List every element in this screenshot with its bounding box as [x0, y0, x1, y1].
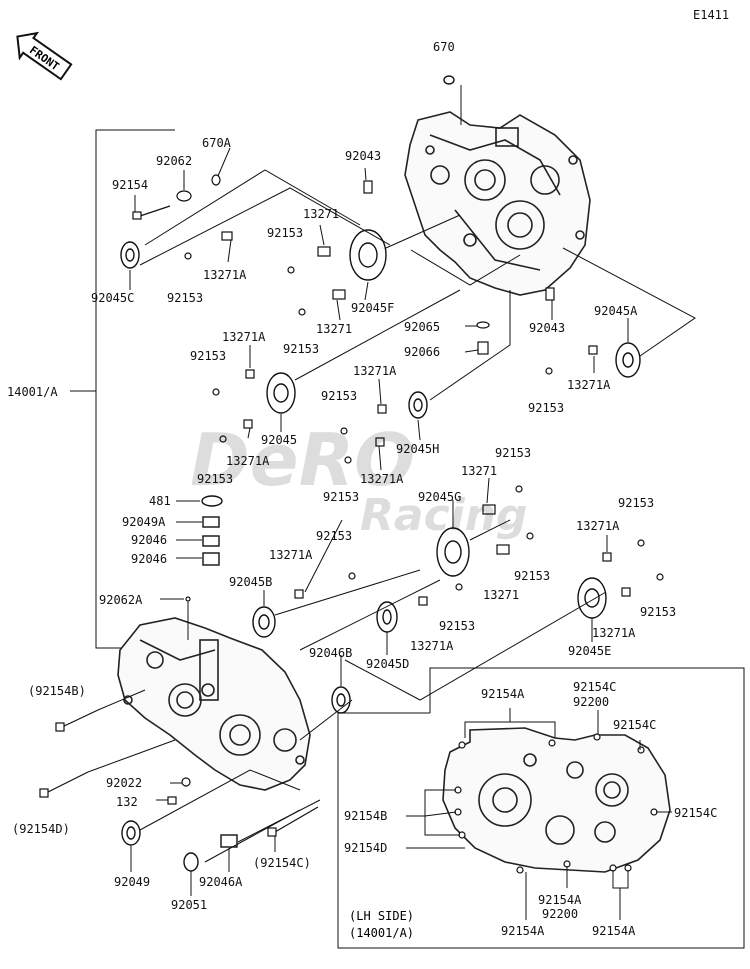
inset-label-92154a: 92154A [592, 924, 636, 938]
part-label-92045: 92045 [261, 433, 298, 447]
part-label-92153: 92153 [640, 605, 677, 619]
part-label-92153: 92153 [528, 401, 565, 415]
part-label-14001a: 14001/A [7, 385, 58, 399]
part-label-92062: 92062 [156, 154, 193, 168]
part-label-670: 670 [433, 40, 455, 54]
lower-crankcase [117, 617, 311, 791]
part-label-92153: 92153 [439, 619, 476, 633]
inset-label-92154c: 92154C [613, 718, 657, 732]
part-label-92062a: 92062A [99, 593, 143, 607]
inset-frame [337, 667, 745, 949]
part-label-92066: 92066 [404, 345, 441, 359]
diagram-code: E1411 [693, 8, 730, 22]
part-label-92049a: 92049A [122, 515, 166, 529]
part-label-13271a: 13271A [592, 626, 636, 640]
part-label-92045c: 92045C [91, 291, 135, 305]
part-label-92045d: 92045D [366, 657, 410, 671]
part-label-92045b: 92045B [229, 575, 273, 589]
front-arrow-icon: FRONT [16, 31, 73, 81]
part-label-13271: 13271 [316, 322, 353, 336]
part-label-92153: 92153 [495, 446, 532, 460]
part-label-13271: 13271 [461, 464, 498, 478]
inset-crankcase [442, 727, 671, 873]
part-label-670a: 670A [202, 136, 231, 150]
part-label-13271: 13271 [483, 588, 520, 602]
part-label-92045a: 92045A [594, 304, 638, 318]
inset-label-92154a: 92154A [481, 687, 525, 701]
inset-label-92154a: 92154A [538, 893, 582, 907]
part-label-92045f: 92045F [351, 301, 395, 315]
part-label-92153: 92153 [283, 342, 320, 356]
part-label-92022: 92022 [106, 776, 143, 790]
part-label-13271a: 13271A [222, 330, 266, 344]
part-label-92045e: 92045E [568, 644, 612, 658]
part-label-92153: 92153 [514, 569, 551, 583]
part-label-92045h: 92045H [396, 442, 440, 456]
bolts-and-plates [39, 174, 664, 837]
part-label-92153: 92153 [197, 472, 234, 486]
part-label-92043-mid: 92043 [529, 321, 566, 335]
part-label-92153: 92153 [267, 226, 304, 240]
part-label-92153: 92153 [618, 496, 655, 510]
part-label-92153: 92153 [167, 291, 204, 305]
part-label-92049: 92049 [114, 875, 151, 889]
part-label-13271: 13271 [303, 207, 340, 221]
bearings [120, 229, 641, 872]
upper-crankcase [404, 111, 591, 296]
part-label-13271a: 13271A [576, 519, 620, 533]
inset-label-92154b: 92154B [344, 809, 388, 823]
part-label-13271a: 13271A [360, 472, 404, 486]
part-label-92043-top: 92043 [345, 149, 382, 163]
inset-label-92200: 92200 [542, 907, 579, 921]
part-label-13271a: 13271A [410, 639, 454, 653]
part-label-92154d: (92154D) [12, 822, 70, 836]
inset-label-92154c: 92154C [674, 806, 718, 820]
inset-label-92154d: 92154D [344, 841, 388, 855]
part-label-92046b: 92046B [309, 646, 353, 660]
part-label-92046: 92046 [131, 552, 168, 566]
inset-assembly-label: (14001/A) [349, 926, 415, 940]
part-label-132: 132 [116, 795, 138, 809]
part-label-13271a: 13271A [203, 268, 247, 282]
inset-label-92200: 92200 [573, 695, 610, 709]
part-label-92153: 92153 [321, 389, 358, 403]
part-label-92154c: (92154C) [253, 856, 311, 870]
part-label-92154b: (92154B) [28, 684, 86, 698]
inset-label-92154c: 92154C [573, 680, 617, 694]
leader-lines [87, 147, 696, 896]
part-label-92153: 92153 [316, 529, 353, 543]
part-label-92046a: 92046A [199, 875, 243, 889]
part-label-92065: 92065 [404, 320, 441, 334]
part-label-92045g: 92045G [418, 490, 462, 504]
part-label-481: 481 [149, 494, 171, 508]
inset-label-92154a: 92154A [501, 924, 545, 938]
inset-side-label: (LH SIDE) [349, 909, 415, 923]
part-label-92153: 92153 [323, 490, 360, 504]
part-label-13271a: 13271A [226, 454, 270, 468]
part-label-92051: 92051 [171, 898, 208, 912]
part-label-13271a: 13271A [269, 548, 313, 562]
part-label-13271a: 13271A [353, 364, 397, 378]
part-label-92046: 92046 [131, 533, 168, 547]
assembly-bracket [70, 129, 175, 649]
part-label-13271a: 13271A [567, 378, 611, 392]
part-label-92153: 92153 [190, 349, 227, 363]
part-label-92154: 92154 [112, 178, 149, 192]
